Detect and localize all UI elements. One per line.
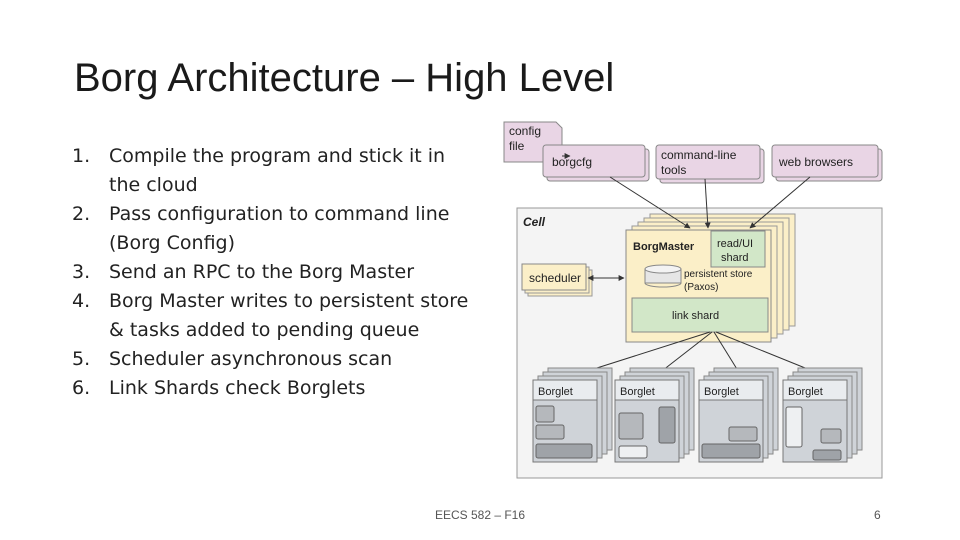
scheduler-box: scheduler [521,263,593,297]
step-number: 2. [72,203,91,225]
borglet-machine-1: Borglet [532,367,613,463]
step-text: Borg Master writes to persistent store & … [109,290,468,341]
arrow [609,176,691,229]
config-file-line: file [509,139,525,153]
persistent-store-line: persistent store [684,269,753,280]
cmdline-line: tools [661,163,686,177]
step-line: Borg Master writes to persistent store [109,290,469,312]
task [535,424,565,440]
web-browsers-box: web browsers [771,144,883,182]
task [820,428,842,444]
database-icon [644,264,682,288]
steps-list: 1. Compile the program and stick it in the… [72,142,492,403]
step-number: 4. [72,290,91,312]
borglet-machine-4: Borglet [782,367,863,463]
task [658,406,676,444]
borglet-label: Borglet [620,386,655,398]
arrow [749,176,811,229]
step-item: 2. Pass configuration to command line (Bor… [72,200,492,258]
borgcfg-box: borgcfg [542,144,650,182]
step-number: 6. [72,377,91,399]
task [812,449,842,461]
page-number: 6 [874,508,881,522]
cell-label: Cell [523,215,546,229]
borglet-machine-3: Borglet [698,367,779,463]
step-text: Compile the program and stick it in the c… [109,145,445,196]
borglet-label: Borglet [788,386,823,398]
step-line: Compile the program and stick it in [109,145,446,167]
persistent-store-line: (Paxos) [684,282,718,293]
borg-architecture-diagram: Cell config file borgcfg command-line to… [503,121,883,479]
slide-title: Borg Architecture – High Level [74,56,615,100]
config-file-line: config [509,124,541,138]
cmdline-line: command-line [661,148,737,162]
command-line-tools-box: command-line tools [655,144,765,184]
scheduler-label: scheduler [529,271,581,285]
task [535,443,593,459]
step-item: 6. Link Shards check Borglets [72,374,492,403]
step-item: 1. Compile the program and stick it in the… [72,142,492,200]
read-ui-line: shard [721,252,749,264]
arrow [715,331,821,375]
task [728,426,758,442]
step-text: Scheduler asynchronous scan [109,348,392,370]
borgmaster: BorgMaster read/UI shard persistent stor… [631,230,769,333]
arrow [713,331,741,375]
step-text: Link Shards check Borglets [109,377,365,399]
read-ui-line: read/UI [717,238,753,250]
step-line: Send an RPC to the Borg Master [109,261,415,283]
task [785,406,803,448]
slide-footer: EECS 582 – F16 [434,508,526,522]
arrow [704,178,711,229]
borglet-label: Borglet [538,386,573,398]
step-number: 3. [72,261,91,283]
link-shard-label: link shard [672,310,719,322]
step-item: 3. Send an RPC to the Borg Master [72,258,492,287]
read-ui-shard [710,230,766,268]
step-line: & tasks added to pending queue [109,319,420,341]
arrow [657,331,713,375]
step-line: Link Shards check Borglets [109,377,366,399]
step-item: 4. Borg Master writes to persistent store… [72,287,492,345]
borglet-machine-2: Borglet [614,367,695,463]
arrows [562,153,821,376]
step-line: Scheduler asynchronous scan [109,348,393,370]
step-text: Send an RPC to the Borg Master [109,261,414,283]
borgmaster-label: BorgMaster [633,241,695,253]
web-browsers-label: web browsers [778,155,853,169]
step-text: Pass configuration to command line (Borg … [109,203,449,254]
arrow [577,331,711,376]
task [618,445,648,459]
step-item: 5. Scheduler asynchronous scan [72,345,492,374]
borglet-label: Borglet [704,386,739,398]
link-shard [631,297,769,333]
task [535,405,555,423]
step-line: the cloud [109,174,198,196]
step-number: 1. [72,145,91,167]
step-line: Pass configuration to command line [109,203,450,225]
step-line: (Borg Config) [109,232,236,254]
task [701,443,761,459]
step-number: 5. [72,348,91,370]
borgcfg-label: borgcfg [552,155,592,169]
task [618,412,644,440]
